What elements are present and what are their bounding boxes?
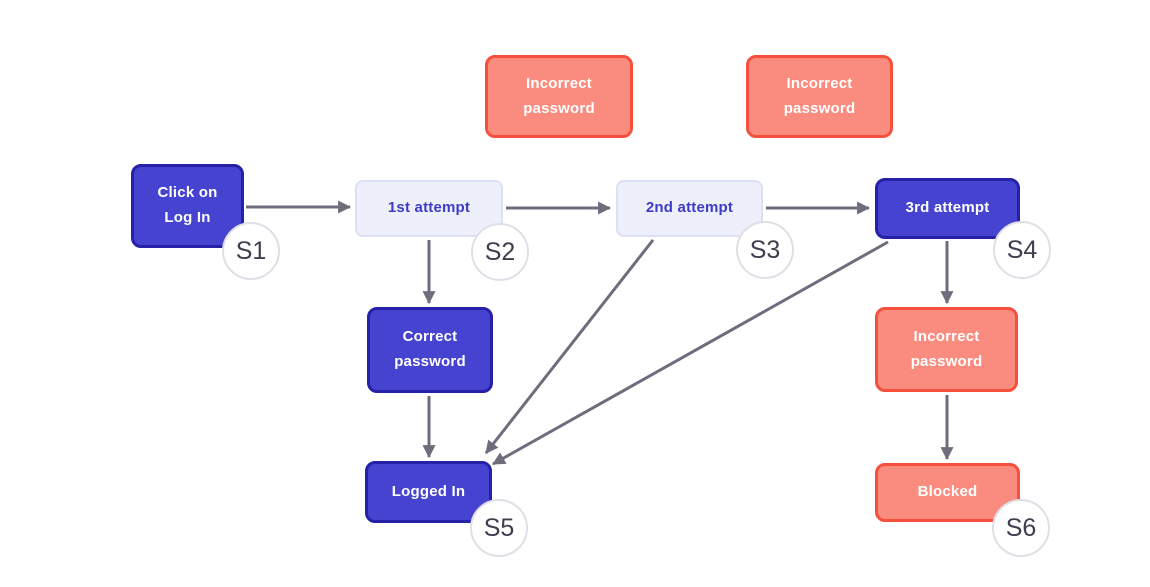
state-badge-s2: S2 — [471, 223, 529, 281]
node-attempt-3-label: 3rd attempt — [905, 199, 990, 217]
edge-attempt-2-to-logged-in — [484, 239, 655, 454]
node-logged-in-label: Logged In — [391, 482, 466, 500]
edge-attempt-3-to-logged-in — [492, 240, 889, 466]
node-attempt-1: 1st attempt — [355, 180, 503, 237]
node-correct-password-label: Correct password — [394, 328, 466, 370]
node-click-login-label: Click on Log In — [157, 184, 218, 226]
node-correct-password: Correct password — [367, 307, 493, 393]
state-badge-s3: S3 — [736, 221, 794, 279]
node-blocked-label: Blocked — [917, 483, 978, 501]
state-badge-s4: S4 — [993, 221, 1051, 279]
node-logged-in: Logged In — [365, 461, 492, 523]
node-incorrect-password-top-left: Incorrect password — [485, 55, 633, 138]
state-badge-s5: S5 — [470, 499, 528, 557]
node-attempt-2-label: 2nd attempt — [645, 199, 734, 217]
node-attempt-1-label: 1st attempt — [387, 199, 471, 217]
node-incorrect-password-after-3rd-label: Incorrect password — [910, 327, 983, 370]
node-incorrect-password-top-left-label: Incorrect password — [523, 74, 595, 117]
node-incorrect-password-top-right-label: Incorrect password — [783, 74, 856, 117]
node-attempt-2: 2nd attempt — [616, 180, 763, 237]
node-incorrect-password-top-right: Incorrect password — [746, 55, 893, 138]
state-badge-s6: S6 — [992, 499, 1050, 557]
node-attempt-3: 3rd attempt — [875, 178, 1020, 239]
node-click-login: Click on Log In — [131, 164, 244, 248]
state-badge-s1: S1 — [222, 222, 280, 280]
node-incorrect-password-after-3rd: Incorrect password — [875, 307, 1018, 392]
